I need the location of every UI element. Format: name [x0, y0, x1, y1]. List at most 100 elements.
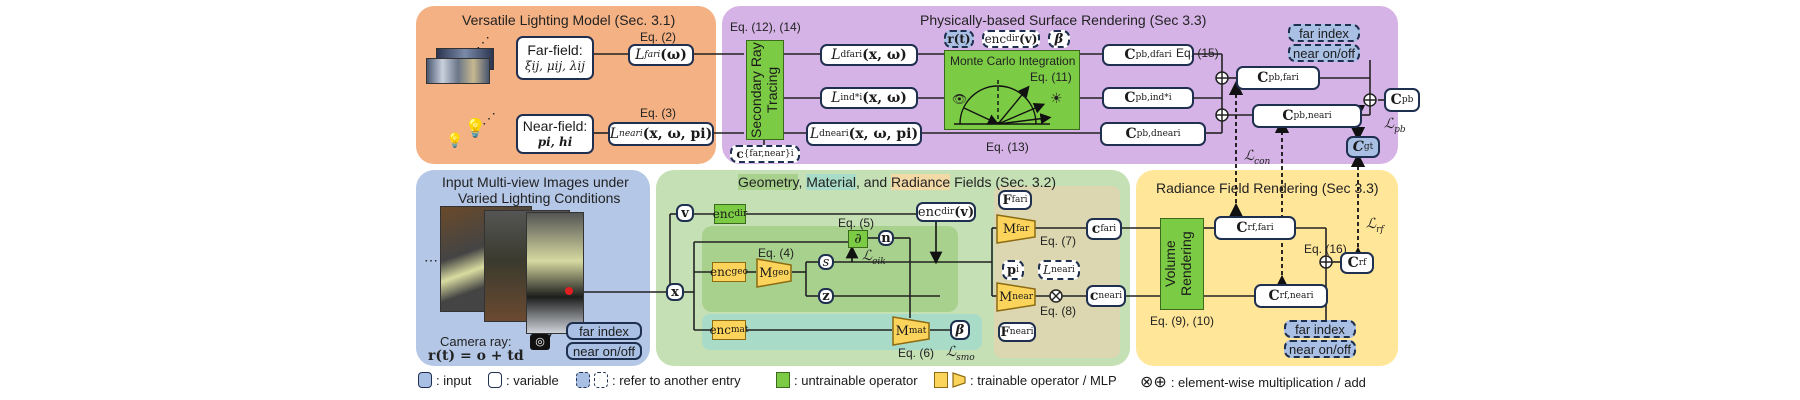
enc-symbol: enc [984, 32, 1007, 46]
near-on-off-input-label: near on/off [573, 343, 635, 359]
beta-box: β [950, 320, 970, 340]
L-near-symbol: L [609, 126, 620, 142]
loss-smo-label: ℒsmo [946, 344, 975, 363]
C-rf-far-sub: rf,fari [1247, 223, 1274, 233]
M-mat-symbol: M [895, 323, 909, 339]
far-index-input-box: far index [566, 322, 642, 340]
secondary-ray-tracing-operator: Secondary Ray Tracing [746, 40, 784, 140]
L-near-sub: neari [619, 129, 643, 139]
L-far-sub: fari [644, 50, 661, 60]
legend-untrainable: : untrainable operator [776, 372, 918, 388]
near-on-off-label-top: near on/off [1293, 45, 1355, 61]
loss-smo-sub: smo [956, 352, 975, 363]
eq11-label: Eq. (11) [1030, 70, 1072, 84]
C-pb-dfar-sub: pb,dfari [1135, 50, 1172, 60]
L-ind-sub: ind*i [840, 93, 863, 103]
eq4-label: Eq. (4) [758, 246, 795, 260]
far-index-input-label: far index [579, 323, 629, 339]
M-far-mlp-shape [996, 214, 1036, 244]
near-on-off-input-box: near on/off [566, 342, 642, 360]
M-geo-sub: geo [772, 268, 789, 278]
C-pb-dnear-symbol: C [1125, 126, 1137, 142]
near-field-ellipsis: ⋰ [482, 110, 496, 126]
loss-smo-symbol: ℒ [946, 344, 957, 360]
C-pb-dfar-symbol: C [1124, 47, 1136, 63]
eq16-label: Eq. (16) [1304, 242, 1347, 256]
legend-trainable-label: : trainable operator / MLP [970, 372, 1117, 388]
title-radiance: Radiance [891, 174, 951, 190]
legend-trainable: : trainable operator / MLP [934, 372, 1117, 388]
input-image-3 [526, 212, 584, 334]
r-t-label: r(t) [947, 32, 971, 46]
legend-input: : input [418, 372, 471, 388]
enc-geo-symbol: enc [709, 265, 732, 279]
surface-panel-title: Physically-based Surface Rendering (Sec … [920, 12, 1207, 28]
F-far-sub: fari [1011, 195, 1028, 205]
title-material: Material [806, 174, 857, 190]
C-pb-near-sub: pb,neari [1293, 111, 1332, 121]
M-near-mlp-shape [996, 282, 1036, 312]
z-symbol: z [822, 288, 830, 304]
eq15-label: Eq. (15) [1176, 46, 1219, 60]
far-index-label-top: far index [1299, 25, 1349, 41]
loss-pb-label: ℒpb [1384, 116, 1406, 135]
enc-dir-symbol: enc [712, 207, 735, 221]
enc-mat-symbol: enc [709, 323, 732, 337]
enc-dir-v-args: (v) [954, 204, 975, 220]
c-far-symbol: c [1091, 221, 1101, 237]
far-index-ref-box-bottom: far index [1284, 320, 1356, 338]
L-near-ref-symbol: L [1043, 263, 1052, 277]
legend-trainable-swatch-mlp [952, 372, 966, 388]
eq5-label: Eq. (5) [838, 216, 875, 230]
title-rest: Fields (Sec. 3.2) [950, 174, 1057, 190]
loss-rf-sub: rf [1376, 224, 1384, 235]
M-near-symbol: M [998, 289, 1013, 305]
C-pb-sub: pb [1401, 95, 1414, 105]
near-on-off-ref-box-bottom: near on/off [1284, 340, 1356, 358]
eq12-14-label: Eq. (12), (14) [730, 20, 801, 34]
F-near-symbol: F [1000, 324, 1010, 340]
C-pb-far-sub: pb,fari [1268, 73, 1299, 83]
far-field-box: Far-field: ξij, μij, λij [516, 36, 594, 80]
M-far-sub: far [1016, 224, 1030, 234]
C-rf-sub: rf [1358, 258, 1367, 268]
monte-carlo-hemisphere [954, 80, 1052, 125]
loss-con-label: ℒcon [1244, 148, 1270, 167]
legend-variable: : variable [488, 372, 559, 388]
monte-carlo-integration-operator [944, 50, 1080, 130]
camera-ray-label: Camera ray: [440, 334, 512, 349]
legend-refer-swatch-input [576, 372, 590, 388]
x-box: x [666, 283, 684, 301]
lighting-panel-title: Versatile Lighting Model (Sec. 3.1) [462, 12, 676, 28]
c-near-sub: neari [1098, 291, 1123, 301]
sun-icon: ☀ [1050, 90, 1063, 106]
x-symbol: x [671, 284, 679, 300]
F-near-sub: neari [1009, 327, 1034, 337]
L-dnear-sub: dneari [819, 129, 849, 139]
C-pb-dnear-sub: pb,dneari [1136, 129, 1181, 139]
camera-icon: ◎ [530, 334, 550, 350]
C-pb-near-symbol: C [1282, 108, 1294, 124]
volume-rendering-operator: Volume Rendering [1160, 218, 1204, 310]
beta-symbol: β [1054, 31, 1064, 47]
partial-symbol: ∂ [854, 231, 862, 247]
far-index-ref-box-top: far index [1288, 24, 1360, 42]
C-pb-ind-symbol: C [1124, 90, 1136, 106]
n-symbol: n [881, 230, 891, 246]
p-i-symbol: p [1007, 262, 1017, 278]
